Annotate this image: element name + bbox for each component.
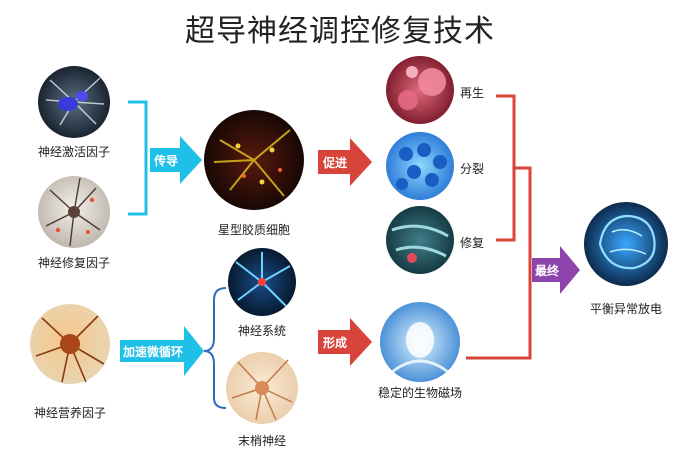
biofield-label: 稳定的生物磁场	[377, 386, 462, 400]
peripheral-nerve-image	[226, 352, 298, 424]
left-bracket	[128, 100, 148, 216]
final-arrow	[532, 246, 580, 294]
nervous-system-image	[228, 248, 296, 316]
split-label: 分裂	[460, 162, 485, 176]
activation-factor-label: 神经激活因子	[37, 145, 110, 159]
final-arrow-label: 最终	[534, 263, 559, 278]
promote-arrow-label: 促进	[322, 155, 347, 170]
conduct-arrow-label: 传导	[153, 153, 178, 168]
circulation-arrow-label: 加速微循环	[122, 344, 183, 359]
biofield-image	[380, 302, 460, 382]
curly-brace	[203, 287, 227, 409]
nutrition-factor-label: 神经营养因子	[33, 406, 106, 420]
astrocyte-image	[204, 110, 304, 210]
regen-image	[386, 56, 454, 124]
form-arrow-label: 形成	[322, 335, 347, 350]
repair-image	[386, 206, 454, 274]
nutrition-factor-image	[30, 304, 110, 384]
split-image	[386, 132, 454, 200]
conduct-arrow	[150, 136, 202, 184]
form-arrow	[318, 318, 372, 366]
biofield-connector	[466, 268, 532, 360]
brain-label: 平衡异常放电	[589, 302, 662, 316]
nervous-system-label: 神经系统	[237, 324, 286, 338]
bracket-connector	[514, 166, 532, 268]
right-bracket	[496, 94, 516, 242]
diagram-title: 超导神经调控修复技术	[185, 14, 495, 49]
activation-factor-image	[38, 66, 110, 138]
peripheral-nerve-label: 末梢神经	[237, 434, 286, 448]
circulation-arrow	[120, 326, 204, 376]
repair-factor-image	[38, 176, 110, 248]
repair-factor-label: 神经修复因子	[37, 256, 110, 270]
brain-image	[584, 202, 668, 286]
regen-label: 再生	[460, 86, 485, 100]
promote-arrow	[318, 138, 372, 186]
astrocyte-label: 星型胶质细胞	[217, 223, 290, 237]
repair-label: 修复	[460, 236, 485, 250]
